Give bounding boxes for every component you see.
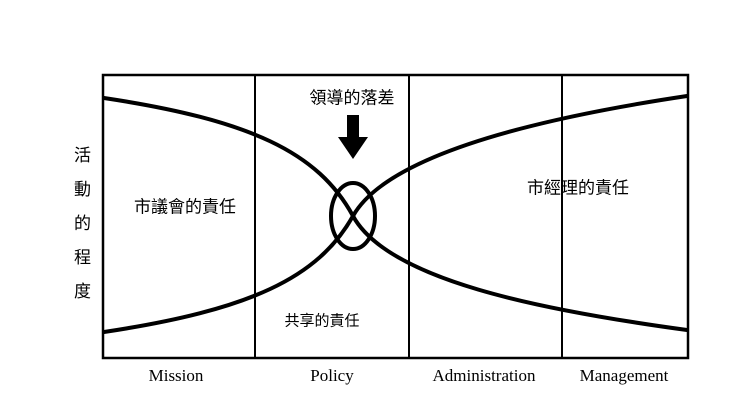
label-council-responsibility: 市議會的責任 <box>134 197 236 217</box>
label-manager-responsibility: 市經理的責任 <box>527 178 629 198</box>
x-section-administration: Administration <box>432 366 536 385</box>
down-arrow-icon <box>338 115 368 159</box>
x-axis-labels: Mission Policy Administration Management <box>0 366 740 392</box>
x-section-management: Management <box>579 366 669 385</box>
x-section-mission: Mission <box>148 366 204 385</box>
y-axis-label: 活動的程度 <box>71 146 90 316</box>
x-section-policy: Policy <box>310 366 354 385</box>
label-leadership-gap: 領導的落差 <box>309 88 395 108</box>
crossing-loop <box>329 181 377 251</box>
label-shared-responsibility: 共享的責任 <box>284 312 360 330</box>
